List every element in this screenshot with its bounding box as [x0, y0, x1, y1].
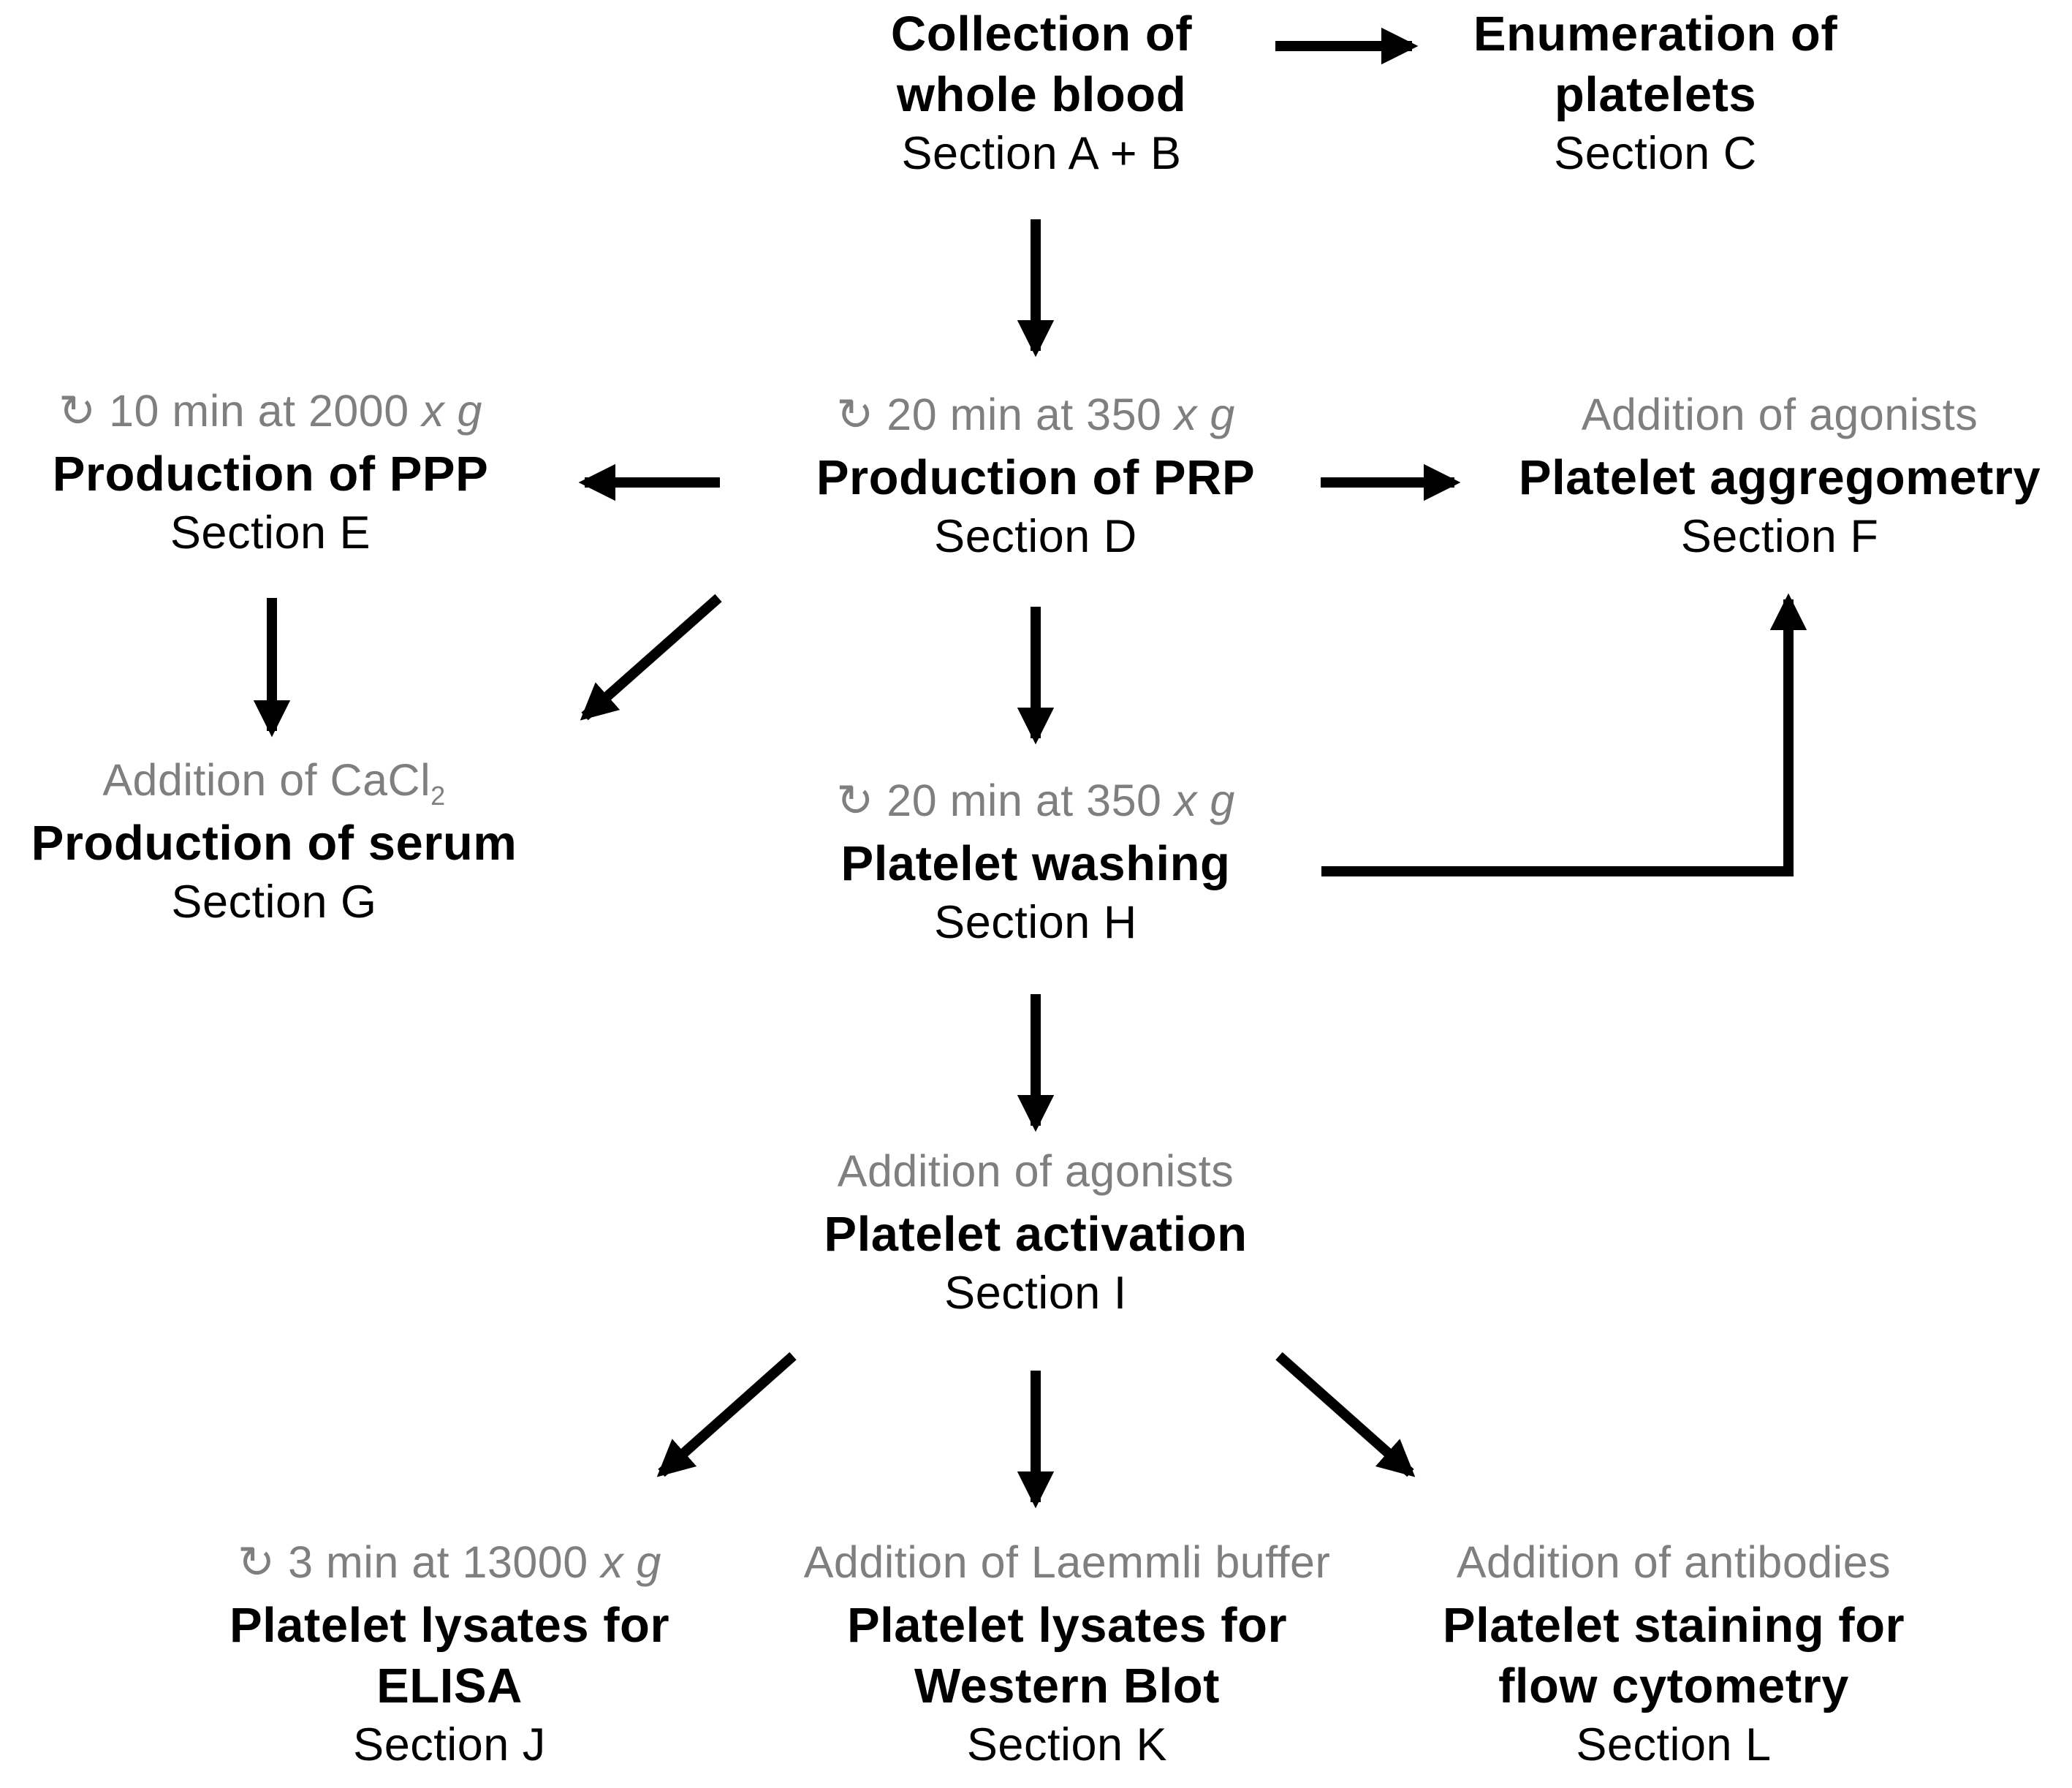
washing-title: Platelet washing: [840, 836, 1231, 891]
washing-condition-text: 20 min at 350: [887, 776, 1174, 825]
node-platelet-activation: Addition of agonists Platelet activation…: [780, 1144, 1291, 1322]
enumeration-section: Section C: [1554, 128, 1757, 180]
prp-condition: ↻ 20 min at 350 x g: [780, 387, 1291, 443]
node-platelet-lysates-western-blot: Addition of Laemmli buffer Platelet lysa…: [775, 1535, 1359, 1773]
prp-title: Production of PRP: [816, 450, 1256, 505]
node-production-of-serum: Addition of CaCl2 Production of serum Se…: [0, 753, 548, 931]
prp-section: Section D: [934, 510, 1137, 562]
flow-condition: Addition of antibodies: [1456, 1537, 1891, 1587]
node-production-of-ppp: ↻ 10 min at 2000 x g Production of PPP S…: [15, 384, 526, 561]
spin-icon: ↻: [836, 776, 874, 825]
elisa-condition: ↻ 3 min at 13000 x g: [194, 1535, 705, 1591]
flow-title-line2: flow cytometry: [1498, 1658, 1849, 1713]
enumeration-title: Enumeration of platelets: [1473, 7, 1838, 123]
washing-condition: ↻ 20 min at 350 x g: [780, 773, 1291, 829]
western-section: Section K: [966, 1719, 1168, 1770]
node-enumeration-of-platelets: Enumeration of platelets Section C: [1436, 4, 1875, 182]
aggregometry-section: Section F: [1680, 510, 1879, 562]
flow-section: Section L: [1576, 1719, 1772, 1770]
western-title-line2: Western Blot: [914, 1658, 1220, 1713]
node-platelet-aggregometry: Addition of agonists Platelet aggregomet…: [1487, 387, 2072, 565]
ppp-condition: ↻ 10 min at 2000 x g: [15, 384, 526, 439]
ppp-condition-unit: x g: [422, 386, 482, 436]
elisa-title-line1: Platelet lysates for: [229, 1597, 670, 1653]
aggregometry-title: Platelet aggregometry: [1518, 450, 2041, 505]
collection-title: Collection of whole blood: [890, 7, 1193, 123]
node-collection-of-whole-blood: Collection of whole blood Section A + B: [822, 4, 1261, 182]
serum-title: Production of serum: [31, 815, 517, 871]
spin-icon: ↻: [58, 386, 96, 436]
elisa-condition-text: 3 min at 13000: [288, 1537, 602, 1587]
prp-condition-unit: x g: [1174, 390, 1235, 439]
western-title-line1: Platelet lysates for: [846, 1597, 1288, 1653]
arrow-activation-to-flow: [1275, 1352, 1416, 1477]
prp-condition-text: 20 min at 350: [887, 390, 1174, 439]
elisa-condition-unit: x g: [601, 1537, 661, 1587]
node-platelet-washing: ↻ 20 min at 350 x g Platelet washing Sec…: [780, 773, 1291, 951]
elisa-section: Section J: [353, 1719, 546, 1770]
node-platelet-lysates-elisa: ↻ 3 min at 13000 x g Platelet lysates fo…: [194, 1535, 705, 1773]
node-platelet-staining-flow-cytometry: Addition of antibodies Platelet staining…: [1400, 1535, 1948, 1773]
spin-icon: ↻: [836, 390, 874, 439]
arrow-washing-to-aggregometry: [1321, 593, 1807, 876]
washing-section: Section H: [934, 896, 1137, 948]
flow-title-line1: Platelet staining for: [1442, 1597, 1905, 1653]
node-production-of-prp: ↻ 20 min at 350 x g Production of PRP Se…: [780, 387, 1291, 565]
activation-condition: Addition of agonists: [837, 1146, 1234, 1196]
western-condition: Addition of Laemmli buffer: [803, 1537, 1331, 1587]
activation-title: Platelet activation: [824, 1206, 1248, 1262]
ppp-condition-text: 10 min at 2000: [109, 386, 422, 436]
aggregometry-condition: Addition of agonists: [1581, 390, 1978, 439]
ppp-title: Production of PPP: [52, 446, 489, 501]
serum-condition-subscript: 2: [430, 781, 446, 811]
serum-condition-text: Addition of CaCl: [102, 755, 431, 805]
serum-section: Section G: [171, 876, 377, 928]
elisa-title-line2: ELISA: [376, 1658, 523, 1713]
activation-section: Section I: [944, 1267, 1127, 1319]
arrow-activation-to-elisa: [656, 1352, 797, 1477]
arrow-prp-to-serum: [580, 594, 722, 721]
spin-icon: ↻: [238, 1537, 276, 1587]
collection-section: Section A + B: [901, 128, 1182, 180]
washing-condition-unit: x g: [1174, 776, 1235, 825]
serum-condition: Addition of CaCl2: [0, 753, 548, 811]
ppp-section: Section E: [170, 507, 371, 558]
